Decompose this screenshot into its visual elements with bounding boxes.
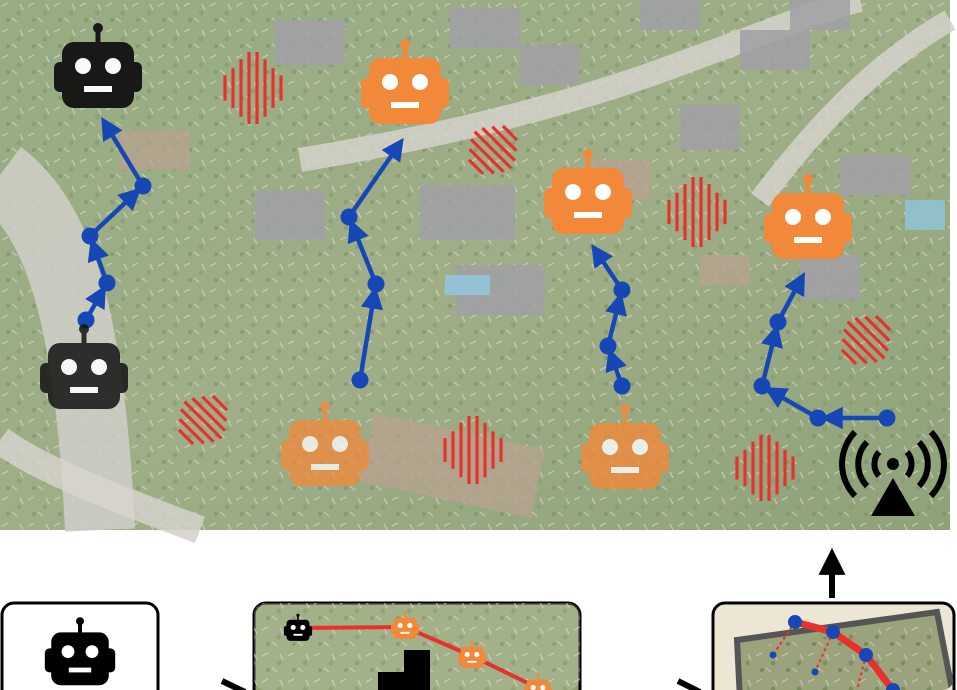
- robot-6: [281, 401, 369, 486]
- robot-3: [361, 39, 449, 124]
- path-center: [340, 137, 404, 389]
- robot-icon: [523, 673, 553, 690]
- interference-wave-icon: [667, 177, 727, 247]
- path-right: [591, 243, 631, 395]
- robot-icon: [390, 611, 420, 639]
- map-panel: [252, 601, 582, 690]
- interference-wave-icon: [177, 394, 229, 446]
- robot-icon: [40, 324, 128, 409]
- path-left: [77, 116, 152, 329]
- robot-icon: [54, 23, 142, 108]
- robot-icon: [281, 401, 369, 486]
- robot-icon: [764, 174, 852, 259]
- robot-icon: [283, 613, 313, 641]
- flow-arrow-2: [676, 678, 702, 690]
- robot-2: [40, 324, 128, 409]
- interference-wave-icon: [735, 435, 795, 501]
- robots: [40, 23, 852, 489]
- interference-wave-icon: [467, 124, 519, 176]
- interference-wave-icon: [443, 416, 503, 484]
- robot-paths: [77, 116, 896, 430]
- plan-panel: [711, 601, 956, 690]
- interference-wave-icon: [840, 314, 892, 366]
- robot-panel: [0, 601, 160, 690]
- interference-wave-icon: [223, 52, 283, 124]
- signal-tower-icon: [839, 429, 947, 516]
- robot-1: [54, 23, 142, 108]
- robot-icon: [44, 617, 116, 686]
- aerial-background: [0, 0, 956, 544]
- path-far-right: [753, 271, 896, 430]
- robot-7: [581, 404, 669, 489]
- robot-icon: [457, 640, 487, 668]
- robot-icon: [581, 404, 669, 489]
- interference-sources: [177, 52, 892, 501]
- flow-arrow-1: [220, 678, 247, 690]
- robot-4: [544, 149, 632, 234]
- robot-icon: [361, 39, 449, 124]
- robot-5: [764, 174, 852, 259]
- robot-icon: [544, 149, 632, 234]
